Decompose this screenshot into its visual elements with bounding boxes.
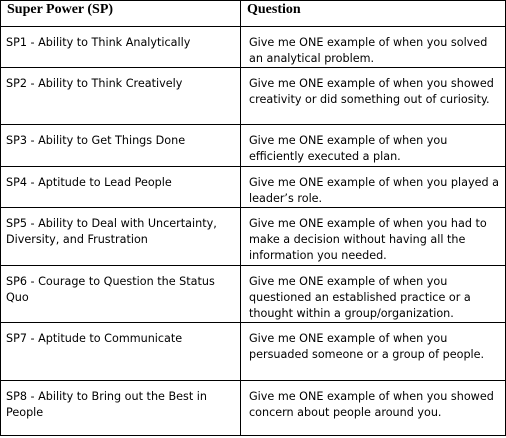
header-question: Question (240, 0, 506, 27)
table-row: SP1 - Ability to Think Analytically Give… (0, 26, 506, 68)
question-cell: Give me ONE example of when you efficien… (240, 124, 506, 167)
table-row: SP5 - Ability to Deal with Uncertainty, … (0, 207, 506, 266)
question-cell: Give me ONE example of when you persuade… (240, 322, 506, 381)
super-power-cell: SP5 - Ability to Deal with Uncertainty, … (0, 207, 241, 266)
table-row: SP3 - Ability to Get Things Done Give me… (0, 124, 506, 167)
super-power-cell: SP2 - Ability to Think Creatively (0, 67, 241, 125)
table-row: SP6 - Courage to Question the Status Quo… (0, 265, 506, 323)
super-power-cell: SP6 - Courage to Question the Status Quo (0, 265, 241, 323)
question-cell: Give me ONE example of when you showed c… (240, 380, 506, 436)
table-row: SP4 - Aptitude to Lead People Give me ON… (0, 166, 506, 208)
table-row: SP7 - Aptitude to Communicate Give me ON… (0, 322, 506, 381)
super-power-cell: SP1 - Ability to Think Analytically (0, 26, 241, 68)
question-cell: Give me ONE example of when you solved a… (240, 26, 506, 68)
table-row: SP2 - Ability to Think Creatively Give m… (0, 67, 506, 125)
question-cell: Give me ONE example of when you question… (240, 265, 506, 323)
question-cell: Give me ONE example of when you had to m… (240, 207, 506, 266)
super-power-cell: SP8 - Ability to Bring out the Best in P… (0, 380, 241, 436)
question-cell: Give me ONE example of when you played a… (240, 166, 506, 208)
table-header-row: Super Power (SP) Question (0, 0, 506, 27)
table-row: SP8 - Ability to Bring out the Best in P… (0, 380, 506, 436)
super-power-cell: SP4 - Aptitude to Lead People (0, 166, 241, 208)
super-power-cell: SP3 - Ability to Get Things Done (0, 124, 241, 167)
question-cell: Give me ONE example of when you showed c… (240, 67, 506, 125)
header-super-power: Super Power (SP) (0, 0, 241, 27)
super-power-cell: SP7 - Aptitude to Communicate (0, 322, 241, 381)
